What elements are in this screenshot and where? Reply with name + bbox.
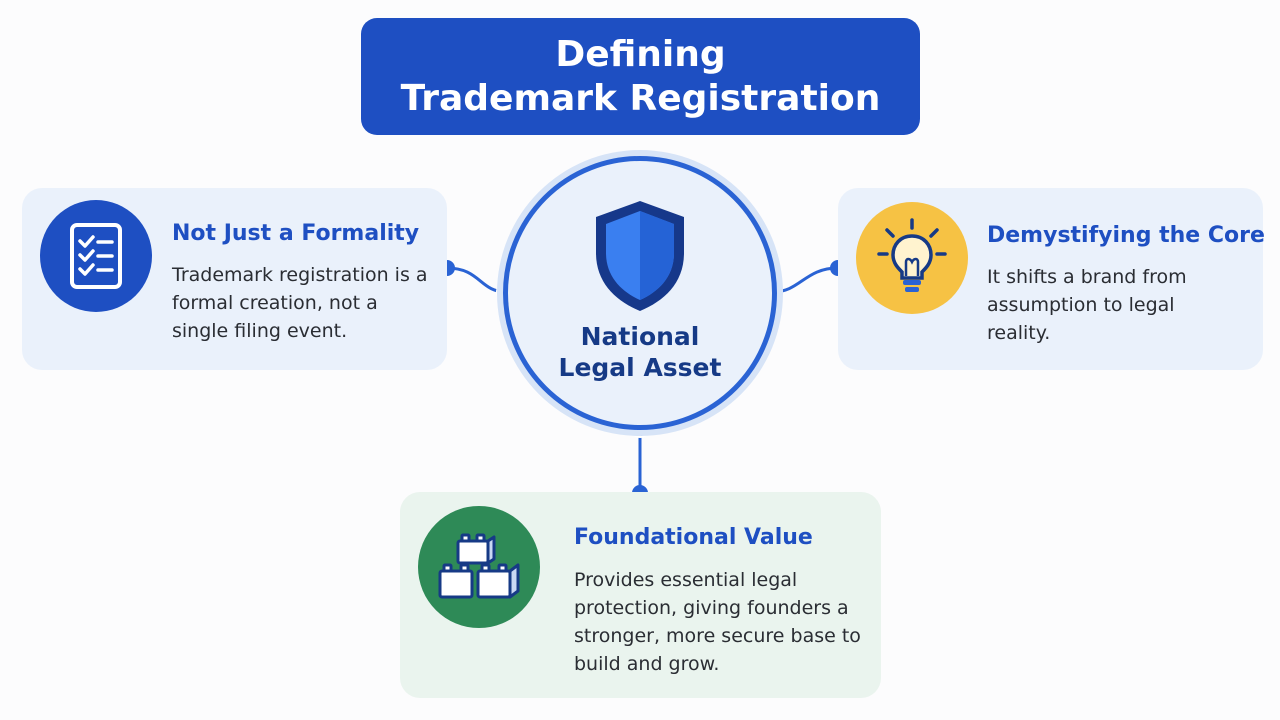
center-label-line-2: Legal Asset: [558, 353, 722, 382]
title-banner: Defining Trademark Registration: [361, 18, 920, 135]
center-hub: National Legal Asset: [503, 156, 777, 430]
card-text: Trademark registration is a formal creat…: [172, 264, 428, 342]
checklist-icon-badge: [40, 200, 152, 312]
card-text: Provides essential legal protection, giv…: [574, 569, 861, 675]
center-label-line-1: National: [580, 322, 700, 351]
card-heading: Demystifying the Core: [987, 223, 1265, 248]
title-line-1: Defining: [555, 33, 726, 75]
card-foundational-value: Foundational Value Provides essential le…: [400, 492, 881, 698]
center-label: National Legal Asset: [508, 321, 772, 383]
card-heading: Not Just a Formality: [172, 221, 420, 246]
card-demystifying-core: Demystifying the Core It shifts a brand …: [838, 188, 1265, 370]
card-not-just-formality: Not Just a Formality Trademark registrat…: [22, 188, 447, 370]
connector-right: [772, 266, 839, 294]
checklist-icon: [70, 223, 122, 289]
lightbulb-icon-badge: [856, 202, 968, 314]
shield-icon: [596, 201, 684, 311]
building-blocks-icon-badge: [418, 506, 540, 628]
title-line-2: Trademark Registration: [400, 77, 881, 119]
building-blocks-icon: [438, 533, 520, 599]
card-text: It shifts a brand from assumption to leg…: [987, 266, 1187, 344]
card-heading: Foundational Value: [574, 525, 813, 550]
lightbulb-icon: [877, 218, 947, 292]
